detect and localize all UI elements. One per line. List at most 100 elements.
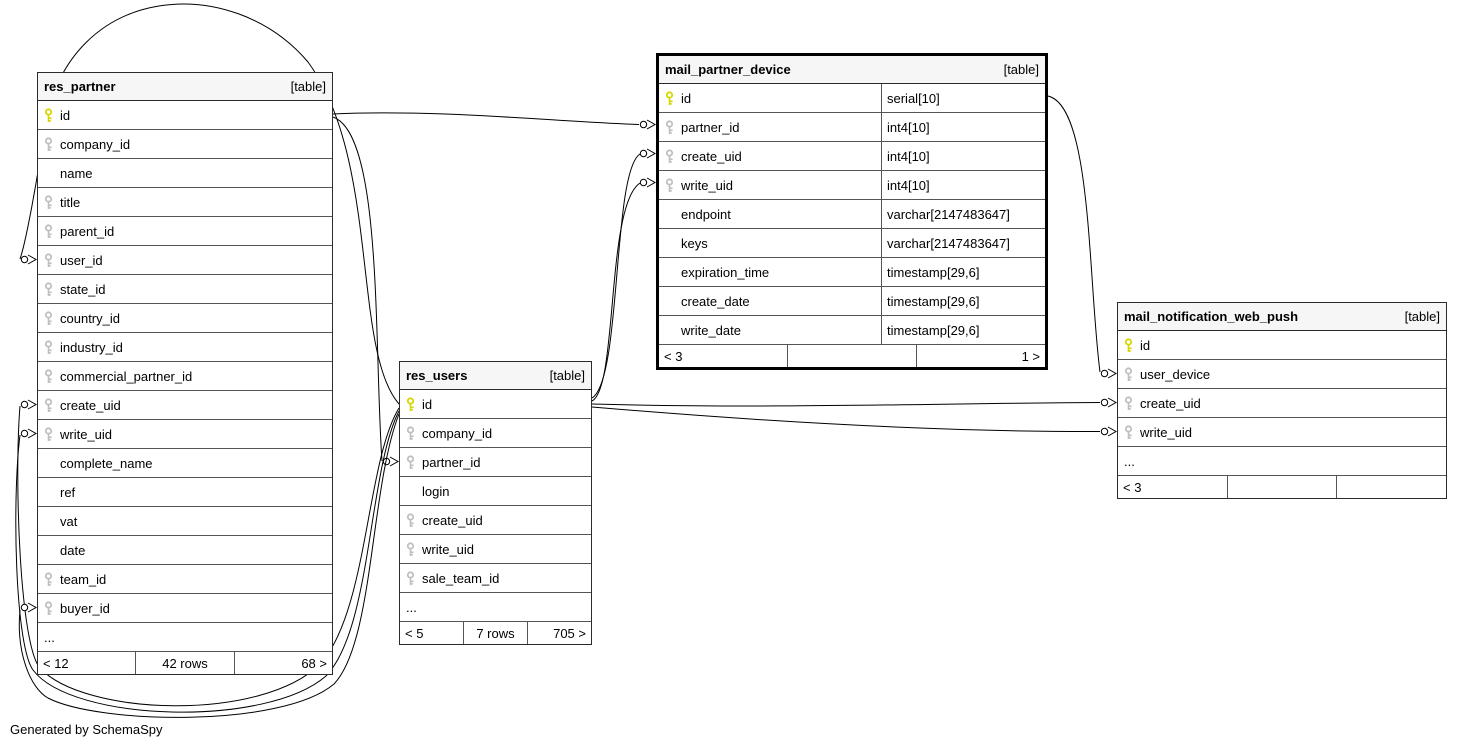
table-footer: < 3 1 >	[659, 345, 1045, 367]
column-name: write_uid	[60, 426, 113, 442]
column-row-res_partner-name: name	[38, 159, 332, 188]
column-name: keys	[681, 235, 708, 251]
foreign-key-icon	[664, 119, 681, 135]
column-type: int4[10]	[881, 113, 1045, 141]
column-name: partner_id	[681, 119, 740, 135]
column-row-res_partner-date: date	[38, 536, 332, 565]
foreign-key-icon	[43, 281, 60, 297]
footer-cell: < 12	[43, 655, 69, 671]
column-name-cell: company_id	[400, 419, 591, 447]
column-name-cell: write_uid	[38, 420, 332, 448]
column-row-mail_notification_web_push-write_uid: write_uid	[1118, 418, 1446, 447]
column-row-mail_notification_web_push-: ...	[1118, 447, 1446, 476]
column-name: endpoint	[681, 206, 731, 222]
column-name-cell: ...	[38, 623, 332, 651]
column-name: team_id	[60, 571, 107, 587]
column-name-cell: industry_id	[38, 333, 332, 361]
column-name-cell: ...	[400, 593, 591, 621]
column-name-cell: team_id	[38, 565, 332, 593]
column-name: create_uid	[1140, 395, 1201, 411]
foreign-key-icon	[43, 223, 60, 239]
column-name: state_id	[60, 281, 106, 297]
column-row-res_partner-vat: vat	[38, 507, 332, 536]
column-type: timestamp[29,6]	[881, 258, 1045, 286]
column-row-res_partner-title: title	[38, 188, 332, 217]
column-name-cell: user_id	[38, 246, 332, 274]
column-row-res_partner-create_uid: create_uid	[38, 391, 332, 420]
column-name-cell: create_uid	[38, 391, 332, 419]
column-name: create_uid	[681, 148, 742, 164]
column-name: create_uid	[60, 397, 121, 413]
column-name: write_uid	[422, 541, 475, 557]
column-name-cell: buyer_id	[38, 594, 332, 622]
column-name: ref	[60, 484, 76, 500]
column-name-cell: write_uid	[1118, 418, 1446, 446]
footer-cell: < 3	[664, 348, 683, 364]
table-header: res_partner [table]	[38, 73, 332, 101]
primary-key-icon	[43, 107, 60, 123]
column-name-cell: create_date	[659, 287, 881, 315]
table-name[interactable]: res_users	[406, 368, 468, 383]
column-name-cell: country_id	[38, 304, 332, 332]
column-name: ...	[406, 599, 417, 615]
foreign-key-icon	[43, 426, 60, 442]
footer-cell	[1226, 476, 1337, 498]
table-header: mail_partner_device [table]	[659, 56, 1045, 84]
foreign-key-icon	[405, 512, 422, 528]
footer-cell: < 5	[405, 625, 424, 641]
column-name: title	[60, 194, 81, 210]
primary-key-icon	[405, 396, 422, 412]
column-name-cell: company_id	[38, 130, 332, 158]
table-type-badge: [table]	[549, 368, 585, 383]
footer-cell	[787, 345, 916, 367]
foreign-key-icon	[405, 454, 422, 470]
foreign-key-icon	[405, 425, 422, 441]
column-name-cell: vat	[38, 507, 332, 535]
foreign-key-icon	[43, 136, 60, 152]
footer-cell: 705 >	[527, 622, 591, 644]
column-name: id	[681, 90, 692, 106]
column-name-cell: title	[38, 188, 332, 216]
column-row-res_partner-id: id	[38, 101, 332, 130]
column-name: id	[60, 107, 71, 123]
column-row-res_partner-parent_id: parent_id	[38, 217, 332, 246]
column-row-res_partner-country_id: country_id	[38, 304, 332, 333]
column-row-res_users-login: login	[400, 477, 591, 506]
edge-res_users-id-to-res_partner-create_uid	[17, 399, 400, 707]
column-type: timestamp[29,6]	[881, 287, 1045, 315]
column-row-res_partner-company_id: company_id	[38, 130, 332, 159]
footer-cell: 68 >	[233, 652, 332, 674]
table-name[interactable]: mail_partner_device	[665, 62, 791, 77]
edge-res_partner-id-to-mail_partner_device-partner_id	[332, 112, 657, 130]
column-name: expiration_time	[681, 264, 770, 280]
column-name-cell: name	[38, 159, 332, 187]
column-row-res_partner-industry_id: industry_id	[38, 333, 332, 362]
column-type: timestamp[29,6]	[881, 316, 1045, 344]
column-name-cell: date	[38, 536, 332, 564]
table-type-badge: [table]	[290, 79, 326, 94]
table-name[interactable]: res_partner	[44, 79, 116, 94]
column-name-cell: id	[38, 101, 332, 129]
generator-credit: Generated by SchemaSpy	[10, 722, 163, 737]
foreign-key-icon	[43, 339, 60, 355]
column-row-res_partner-user_id: user_id	[38, 246, 332, 275]
footer-cell: 1 >	[916, 345, 1045, 367]
edge-res_users-id-to-mail_partner_device-write_uid	[591, 177, 657, 402]
column-type: int4[10]	[881, 142, 1045, 170]
column-name-cell: write_date	[659, 316, 881, 344]
column-row-res_partner-state_id: state_id	[38, 275, 332, 304]
table-name[interactable]: mail_notification_web_push	[1124, 309, 1299, 324]
column-name-cell: id	[400, 390, 591, 418]
column-name: write_uid	[681, 177, 734, 193]
column-row-res_partner-buyer_id: buyer_id	[38, 594, 332, 623]
column-name-cell: write_uid	[659, 171, 881, 199]
column-name-cell: partner_id	[400, 448, 591, 476]
